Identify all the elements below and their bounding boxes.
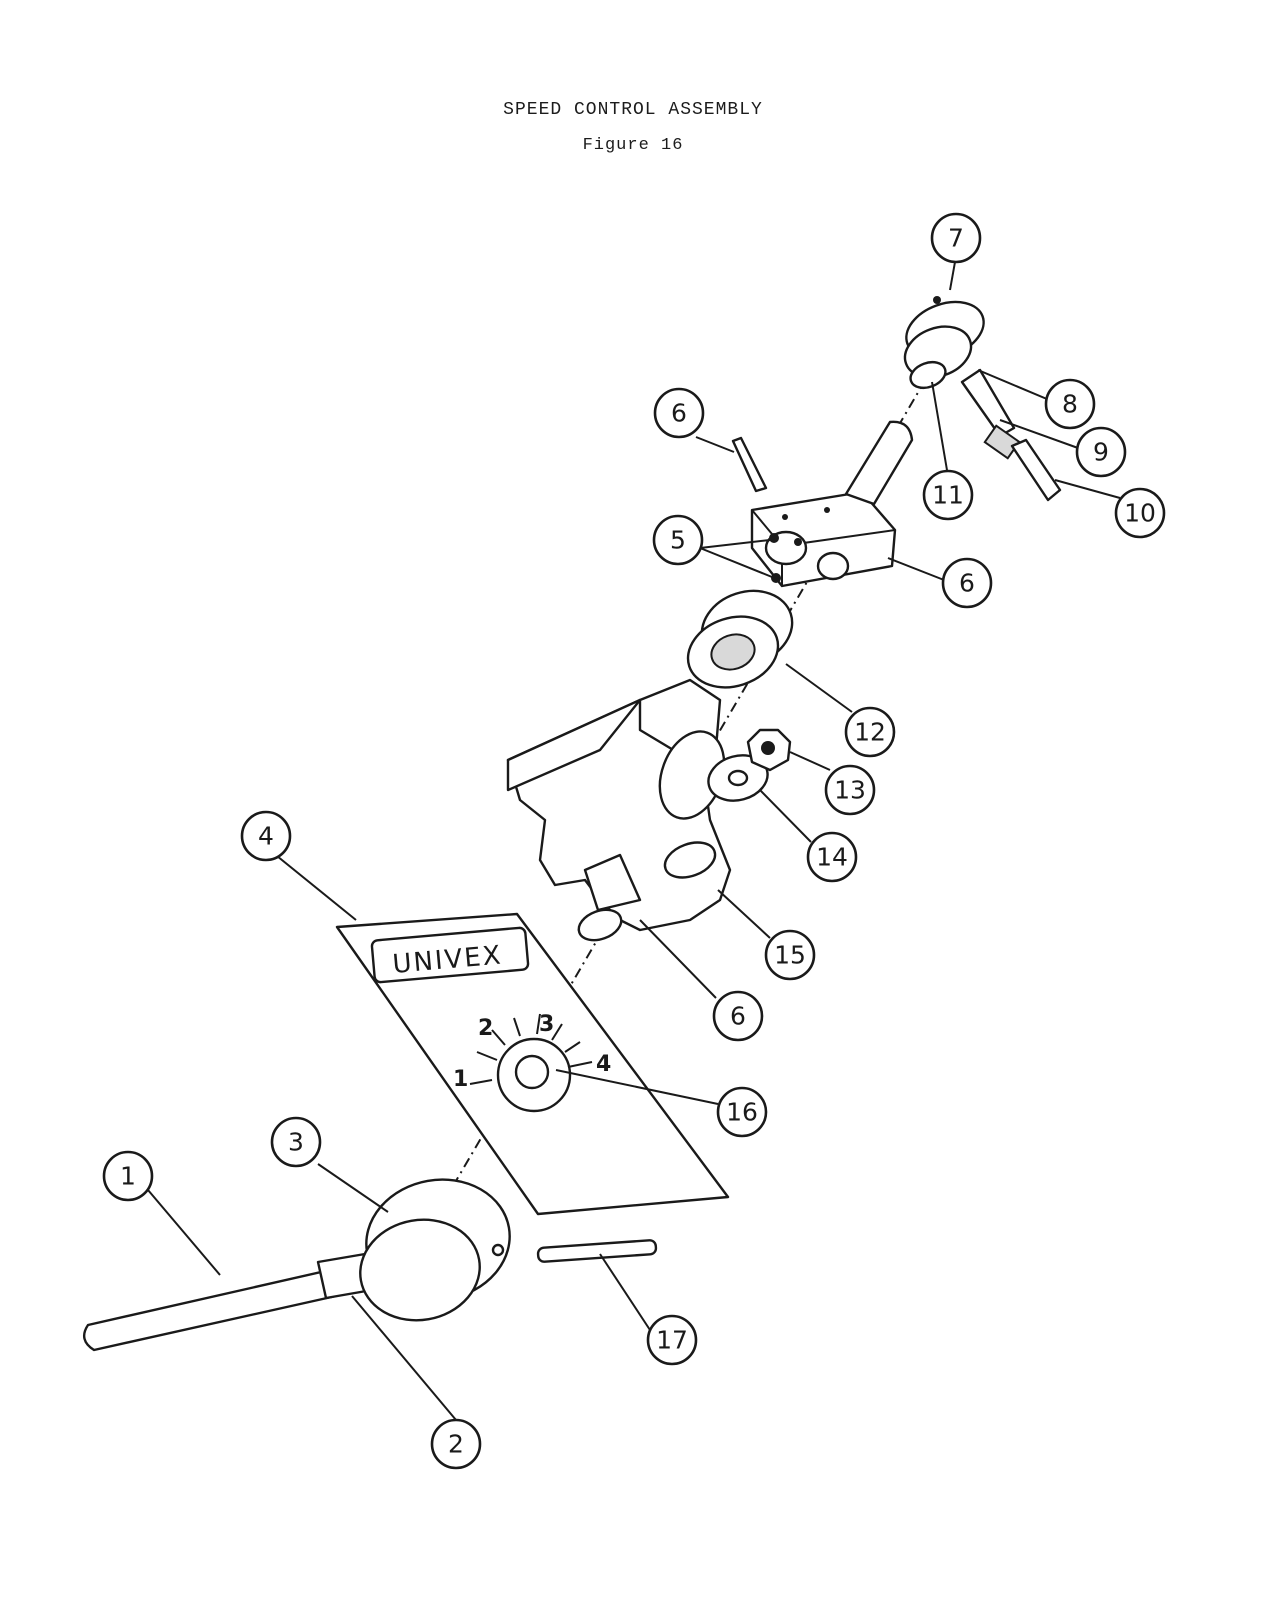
callout-14: 14 <box>806 831 858 883</box>
figure-title: SPEED CONTROL ASSEMBLY <box>503 100 763 120</box>
nut-13 <box>746 728 792 772</box>
svg-text:9: 9 <box>1093 438 1109 467</box>
svg-text:5: 5 <box>670 526 686 555</box>
svg-text:10: 10 <box>1124 499 1156 528</box>
callout-6-block: 6 <box>941 557 993 609</box>
svg-text:15: 15 <box>774 941 806 970</box>
svg-text:6: 6 <box>959 569 975 598</box>
callout-6-bracket: 6 <box>712 990 764 1042</box>
scale-mark-4: 4 <box>596 1052 611 1077</box>
scale-mark-2: 2 <box>478 1016 493 1041</box>
callout-15: 15 <box>764 929 816 981</box>
block-assembly <box>731 420 914 588</box>
svg-text:11: 11 <box>932 481 964 510</box>
svg-text:1: 1 <box>120 1162 136 1191</box>
leader-lines <box>147 261 1121 1421</box>
fitting-upper <box>903 296 1062 502</box>
callout-4: 4 <box>240 810 292 862</box>
callout-7: 7 <box>930 212 982 264</box>
svg-text:3: 3 <box>288 1128 304 1157</box>
svg-text:6: 6 <box>730 1002 746 1031</box>
svg-text:14: 14 <box>816 843 848 872</box>
callout-11: 11 <box>922 469 974 521</box>
svg-text:7: 7 <box>948 224 964 253</box>
washer-14 <box>707 754 769 802</box>
callout-1: 1 <box>102 1150 154 1202</box>
scale-mark-3: 3 <box>539 1012 554 1037</box>
callout-6-top: 6 <box>653 387 705 439</box>
callout-12: 12 <box>844 706 896 758</box>
svg-text:8: 8 <box>1062 390 1078 419</box>
handle-knob <box>82 1178 511 1352</box>
callout-3: 3 <box>270 1116 322 1168</box>
callout-5: 5 <box>652 514 704 566</box>
callout-10: 10 <box>1114 487 1166 539</box>
svg-text:4: 4 <box>258 822 274 851</box>
callout-16: 16 <box>716 1086 768 1138</box>
callout-2: 2 <box>430 1418 482 1470</box>
svg-text:16: 16 <box>726 1098 758 1127</box>
svg-text:13: 13 <box>834 776 866 805</box>
cam-bracket <box>506 678 732 942</box>
pin-17 <box>536 1239 658 1263</box>
callout-13: 13 <box>824 764 876 816</box>
svg-text:17: 17 <box>656 1326 688 1355</box>
callout-8: 8 <box>1044 378 1096 430</box>
figure-subtitle: Figure 16 <box>582 136 684 155</box>
nameplate: UNIVEX 1 2 3 4 <box>335 912 730 1216</box>
svg-text:12: 12 <box>854 718 886 747</box>
scale-mark-1: 1 <box>453 1067 468 1092</box>
callout-17: 17 <box>646 1314 698 1366</box>
callout-9: 9 <box>1075 426 1127 478</box>
svg-text:6: 6 <box>671 399 687 428</box>
pulley-12 <box>686 589 794 689</box>
svg-text:2: 2 <box>448 1430 464 1459</box>
